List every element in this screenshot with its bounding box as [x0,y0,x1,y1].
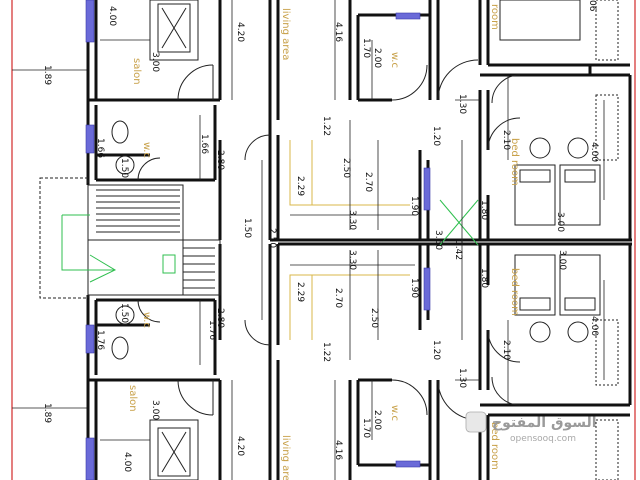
room-label-room-top: room [489,4,500,30]
dim-416-bottom: 4.16 [333,440,343,460]
dim-250-top: 2.50 [341,158,351,178]
dim-200-top: 2.00 [372,48,382,68]
dim-270-bottom: 2.70 [333,288,343,308]
dim-360: 3.60 [433,230,443,250]
dim-150-mid: 1.50 [242,218,252,238]
dim-150-wc-top: 1.50 [119,158,129,178]
dim-180-top: 1.80 [479,200,489,220]
dim-176-b: 1.76 [207,320,217,340]
dim-180-bottom: 1.80 [479,268,489,288]
dim-250-mid: 2.50 [267,228,277,248]
dim-190-top: 1.90 [409,196,419,216]
dim-166: 1.66 [95,138,105,158]
furniture-salon-bottom [149,419,199,480]
room-label-bedroom-mid-lower: bed room [509,268,520,316]
dim-210-top: 2.10 [501,130,511,150]
dim-300-r-top: 3.00 [555,212,565,232]
room-label-wc-bottom-left: w.c [141,312,152,328]
room-label-bedroom-mid-upper: bed room [509,138,520,186]
dim-250-bottom: 2.50 [369,308,379,328]
dim-122-bottom: 1.22 [321,342,331,362]
dim-142: 1.42 [453,240,463,260]
dim-170-top: 1.70 [361,38,371,58]
dim-120-top: 1.20 [431,126,441,146]
room-label-wc-top-left: w.c [141,142,152,158]
dim-400-tl: 4.00 [107,6,117,26]
staircase [39,177,221,299]
room-label-bedroom-bottom: bed room [489,422,500,470]
dim-420-bottom: 4.20 [235,436,245,456]
dim-330-bottom: 3.30 [347,250,357,270]
dim-130-bottom: 1.30 [457,368,467,388]
doors [137,59,521,421]
dim-420-top: 4.20 [235,22,245,42]
dim-210-bottom: 2.10 [501,340,511,360]
dim-130-top: 1.30 [457,94,467,114]
dim-200-bottom: 2.00 [372,410,382,430]
dim-280-bottom: 2.80 [215,308,225,328]
dim-06: 06 [587,0,597,12]
dim-189-bottom: 1.89 [42,403,52,423]
bed-mid-upper [514,94,619,226]
wardrobe-top-room [499,0,619,61]
furniture-salon-top [149,0,199,61]
dim-120-bottom: 1.20 [431,340,441,360]
dim-229-bottom: 2.29 [295,282,305,302]
dim-400-tr: 4.00 [589,142,599,162]
dim-400-bl: 4.00 [122,452,132,472]
dim-166-b: 1.66 [199,134,209,154]
dim-400-br: 4.00 [589,316,599,336]
dim-229-top: 2.29 [295,176,305,196]
dim-300-tl: 3.00 [150,52,160,72]
toilet-left-bottom [111,305,135,360]
room-label-wc-bottom-mid: w.c [389,405,400,421]
dim-300-bl: 3.00 [150,400,160,420]
watermark-latin: opensooq.com [510,434,576,444]
living-area-outline [289,140,410,340]
wardrobe-bottom-room [595,419,619,480]
watermark-logo: السوق المفتوح opensooq.com [465,411,597,444]
bed-mid-lower [514,254,619,386]
dim-150-wc-bottom: 1.50 [119,303,129,323]
dim-330-top: 3.30 [347,210,357,230]
room-label-living-top: living area [280,8,291,60]
walls-bottom-half [86,244,632,480]
dim-270-top: 2.70 [363,172,373,192]
room-label-wc-top-mid: w.c [389,52,400,68]
dim-170-bottom: 1.70 [361,418,371,438]
dim-176: 1.76 [95,330,105,350]
dim-190-bottom: 1.90 [409,278,419,298]
dimension-labels: 1.89 1.89 4.00 4.00 3.00 3.00 4.20 4.20 … [42,0,599,472]
dim-122-top: 1.22 [321,116,331,136]
room-label-salon-top: salon [131,58,142,85]
room-label-salon-bottom: salon [127,385,138,412]
dim-280-top: 2.80 [215,150,225,170]
windows [85,0,431,480]
dimension-lines [100,0,605,480]
watermark-arabic: السوق المفتوح [492,415,597,431]
walls-top-half [86,0,632,240]
dim-416-top: 4.16 [333,22,343,42]
dim-189-top: 1.89 [42,65,52,85]
toilet-left-top [111,120,135,175]
room-label-living-bottom: living area [280,435,291,480]
stair-arrow [61,214,176,283]
shaft-cross [439,199,479,246]
dim-300-r-bottom: 3.00 [557,250,567,270]
